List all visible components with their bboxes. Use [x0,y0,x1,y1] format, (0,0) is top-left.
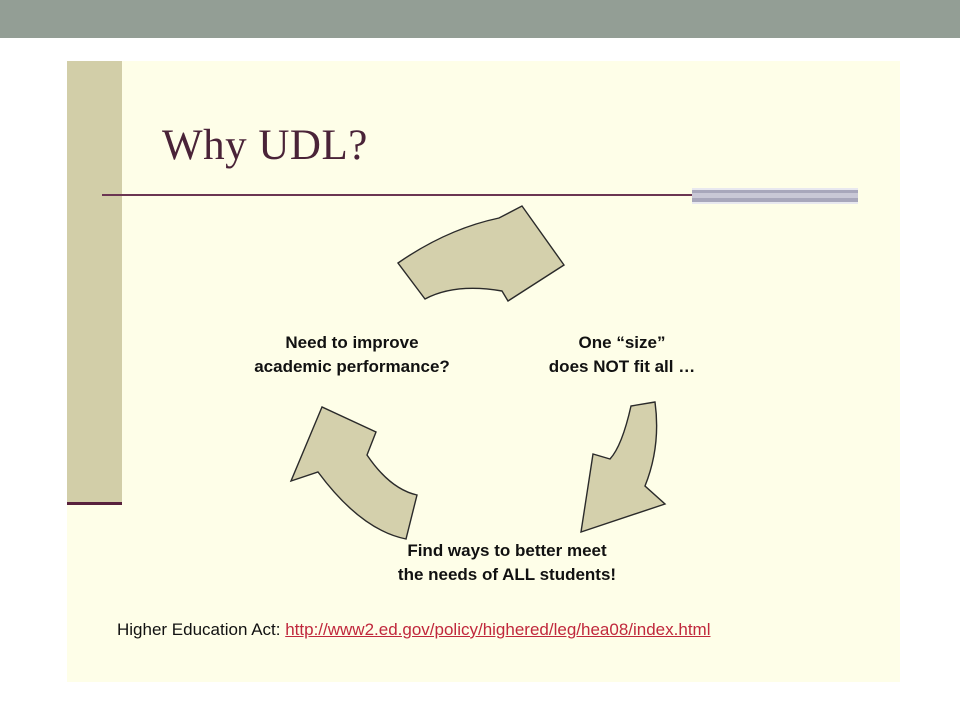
footer-prefix: Higher Education Act: [117,620,286,639]
title-rule [102,194,727,196]
footer-link[interactable]: http://www2.ed.gov/policy/highered/leg/h… [285,620,711,639]
slide-title: Why UDL? [162,122,368,169]
cycle-label-left: Need to improve academic performance? [254,333,450,376]
cycle-arrow-left [289,406,418,540]
left-band [67,61,122,502]
cycle-arrow-top [397,205,565,302]
footer-note: Higher Education Act: http://www2.ed.gov… [117,620,710,640]
cycle-diagram [289,205,667,540]
top-bar [0,0,960,38]
cycle-label-bottom: Find ways to better meet the needs of AL… [397,541,617,584]
left-band-edge [67,502,122,505]
accent-bar [692,188,858,204]
slide-image: Why UDL? Need to improve academic perfor… [67,61,900,682]
cycle-arrow-right [580,401,667,534]
cycle-label-right: One “size” does NOT fit all … [548,333,696,376]
